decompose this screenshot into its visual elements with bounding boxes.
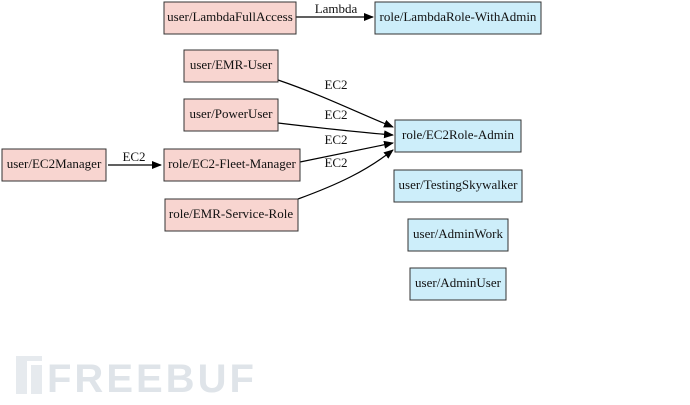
node-user-emr-user: user/EMR-User [183,49,279,83]
edge-label-emr-service-role: EC2 [324,155,347,170]
freebuf-logo-icon [16,356,42,394]
node-user-ec2manager: user/EC2Manager [1,148,107,182]
node-label-role-ec2role-admin: role/EC2Role-Admin [402,127,514,142]
watermark: FREEBUF [16,356,257,401]
edge-label-emr-user: EC2 [324,77,347,92]
node-label-role-lambdarole-withadmin: role/LambdaRole-WithAdmin [380,9,537,24]
node-user-poweruser: user/PowerUser [183,98,279,132]
node-label-role-ec2-fleet-manager: role/EC2-Fleet-Manager [168,156,296,171]
edge-label-ec2manager: EC2 [122,149,145,164]
node-role-ec2-fleet-manager: role/EC2-Fleet-Manager [163,148,301,182]
node-label-user-adminwork: user/AdminWork [413,226,503,241]
edge-labels-layer: Lambda EC2 EC2 EC2 EC2 EC2 [122,1,357,170]
nodes-layer: user/LambdaFullAccess role/LambdaRole-Wi… [1,1,542,301]
edge-label-lambda: Lambda [315,1,358,16]
node-user-lambdafullaccess: user/LambdaFullAccess [163,1,297,35]
node-label-user-emr-user: user/EMR-User [190,57,273,72]
node-role-emr-service-role: role/EMR-Service-Role [164,198,299,232]
node-label-user-testingskywalker: user/TestingSkywalker [399,177,519,192]
node-role-ec2role-admin: role/EC2Role-Admin [394,119,522,153]
node-user-adminuser: user/AdminUser [409,267,507,301]
edge-emr-user-to-ec2role-admin [277,79,394,128]
edge-ec2-fleet-manager-to-ec2role-admin [299,140,394,163]
node-user-testingskywalker: user/TestingSkywalker [393,169,523,203]
node-user-adminwork: user/AdminWork [407,218,509,252]
edge-emr-service-role-to-ec2role-admin [297,149,394,200]
edge-power-user-to-ec2role-admin [277,122,394,139]
edge-label-ec2-fleet-manager: EC2 [324,132,347,147]
node-label-user-adminuser: user/AdminUser [415,275,502,290]
node-role-lambdarole-withadmin: role/LambdaRole-WithAdmin [374,1,542,35]
edges-layer [108,13,394,200]
node-label-user-ec2manager: user/EC2Manager [7,156,102,171]
node-label-user-lambdafullaccess: user/LambdaFullAccess [167,9,293,24]
watermark-text: FREEBUF [47,357,257,401]
node-label-role-emr-service-role: role/EMR-Service-Role [169,206,293,221]
node-label-user-poweruser: user/PowerUser [189,106,273,121]
edge-label-power-user: EC2 [324,107,347,122]
